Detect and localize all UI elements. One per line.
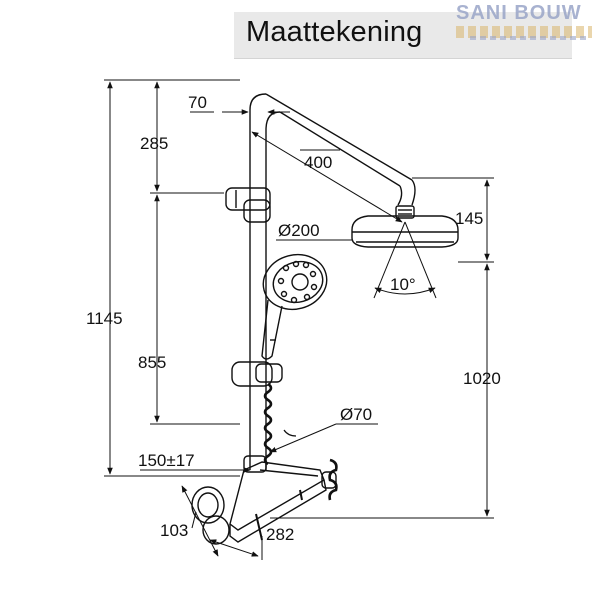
dim-400: 400	[304, 153, 332, 172]
brand-logo: SANI BOUW	[456, 2, 582, 24]
dim-spray-angle: 10°	[390, 275, 416, 294]
dim-valve-diameter: Ø70	[340, 405, 372, 424]
logo-stripes	[456, 26, 592, 38]
spray-angle	[373, 221, 437, 299]
logo-stripes-lower	[470, 36, 590, 40]
hand-shower-holder	[231, 361, 283, 387]
dim-150: 150±17	[138, 451, 195, 470]
dim-1020: 1020	[463, 369, 501, 388]
upper-bracket	[225, 187, 271, 223]
thermostat-mixer	[191, 455, 337, 545]
shower-hose	[263, 382, 338, 501]
rain-shower-head	[351, 205, 459, 248]
page-title: Maattekening	[246, 16, 423, 48]
dim-70-top: 70	[188, 93, 207, 112]
dim-1145: 1145	[86, 309, 123, 328]
dim-285: 285	[140, 134, 168, 153]
dim-855: 855	[138, 353, 166, 372]
dim-282: 282	[266, 525, 294, 544]
shower-arm	[265, 93, 416, 206]
dim-head-diameter: Ø200	[278, 221, 320, 240]
hand-shower	[261, 253, 328, 360]
dim-145: 145	[455, 209, 483, 228]
dim-103: 103	[160, 521, 188, 540]
